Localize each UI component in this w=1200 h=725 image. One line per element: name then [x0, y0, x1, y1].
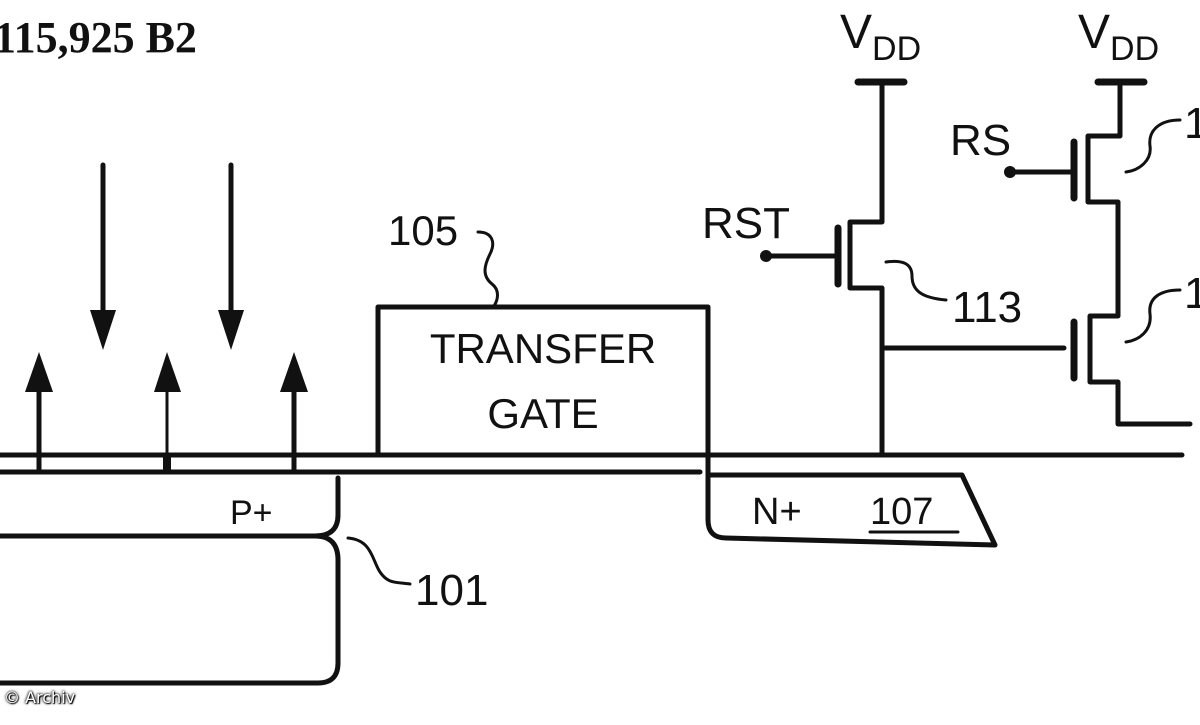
vdd-label-2: VDD	[1078, 6, 1159, 68]
p-plus-label: P+	[230, 494, 273, 532]
p-plus-region-boundary	[0, 475, 341, 539]
n-plus-label: N+	[752, 491, 802, 533]
rst-input-node	[760, 250, 772, 262]
reflect-arrow-up-2-foot	[163, 455, 171, 472]
vdd-main-2: V	[1078, 6, 1110, 59]
ref-label-right-mid: 1	[1184, 269, 1200, 318]
rs-label: RS	[950, 116, 1011, 165]
rs-sf-transistor-column	[1085, 79, 1193, 427]
patent-number: 115,925 B2	[0, 13, 197, 62]
vdd-label-1: VDD	[840, 6, 921, 68]
transfer-gate-box	[375, 304, 711, 458]
transfer-gate-label-line2: GATE	[487, 390, 598, 437]
light-arrow-down-1-head	[90, 310, 116, 350]
vdd-sub-2: DD	[1110, 30, 1159, 68]
light-arrow-down-2-head	[218, 310, 244, 350]
photodiode-well-101	[0, 533, 341, 686]
transfer-gate-label-line1: TRANSFER	[430, 325, 656, 372]
leader-line-105	[476, 230, 499, 308]
leader-line-101	[346, 536, 412, 586]
ref-label-101: 101	[415, 566, 488, 615]
leader-line-right-top	[1124, 118, 1182, 174]
n-plus-region-107	[705, 452, 998, 548]
ref-label-107: 107	[870, 491, 933, 533]
image-credit: © Archiv	[4, 688, 76, 707]
leader-line-113	[884, 259, 948, 302]
leader-line-right-mid	[1124, 288, 1182, 344]
reflect-arrow-up-3-head	[280, 352, 308, 392]
reflect-arrow-up-1-head	[25, 352, 53, 392]
ref-label-113: 113	[952, 283, 1022, 332]
reset-transistor-drain-source-path	[847, 79, 885, 458]
rst-label: RST	[702, 199, 790, 248]
reflect-arrow-up-2-head	[154, 352, 181, 392]
ref-label-105: 105	[388, 207, 458, 254]
rs-input-node	[1004, 166, 1016, 178]
vdd-sub-1: DD	[872, 30, 921, 68]
vdd-main-1: V	[840, 6, 872, 59]
ref-label-right-top: 1	[1184, 99, 1200, 148]
